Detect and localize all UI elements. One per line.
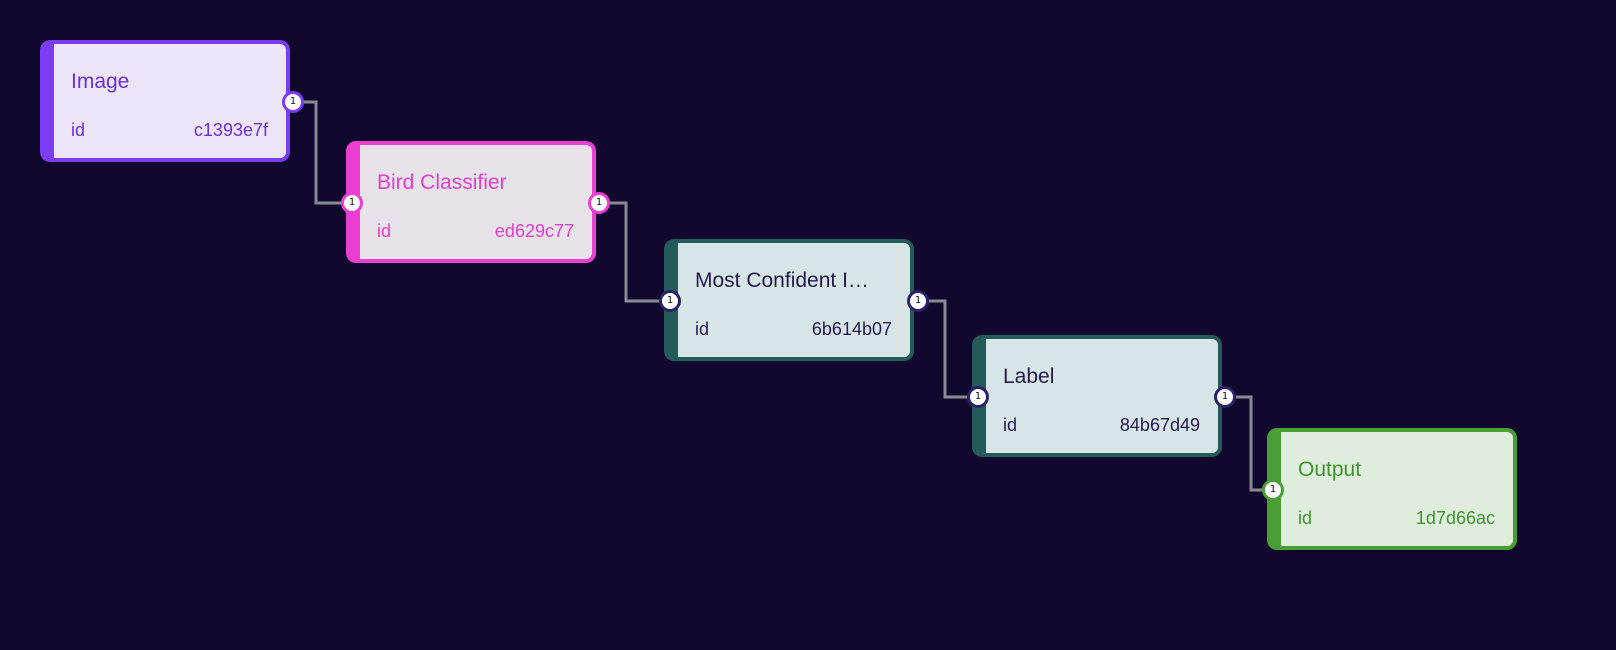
wire-label-to-output bbox=[1236, 395, 1263, 492]
node-id-value: 1d7d66ac bbox=[1415, 508, 1495, 528]
node-most-confident[interactable]: Most Confident I… id 6b614b07 bbox=[664, 239, 914, 361]
output-port[interactable]: 1 bbox=[282, 91, 304, 113]
node-id-value: 84b67d49 bbox=[1119, 415, 1200, 435]
wire-image-to-classifier bbox=[303, 100, 342, 205]
output-port[interactable]: 1 bbox=[907, 290, 929, 312]
node-id-label: id bbox=[1298, 508, 1313, 528]
node-output[interactable]: Output id 1d7d66ac bbox=[1267, 428, 1517, 550]
wire-classifier-to-confident bbox=[610, 201, 660, 303]
node-id-value: ed629c77 bbox=[494, 221, 574, 241]
output-port[interactable]: 1 bbox=[1214, 386, 1236, 408]
node-id-label: id bbox=[71, 120, 86, 140]
node-title: Image bbox=[71, 70, 130, 93]
input-port[interactable]: 1 bbox=[341, 192, 363, 214]
node-id-label: id bbox=[1003, 415, 1018, 435]
node-id-label: id bbox=[377, 221, 392, 241]
node-id-label: id bbox=[695, 319, 710, 339]
node-image[interactable]: Image id c1393e7f bbox=[40, 40, 290, 162]
node-title: Output bbox=[1298, 458, 1362, 481]
node-title: Most Confident I… bbox=[695, 269, 869, 292]
node-id-value: c1393e7f bbox=[193, 120, 268, 140]
input-port[interactable]: 1 bbox=[659, 290, 681, 312]
wire-confident-to-label bbox=[929, 299, 968, 399]
node-title: Bird Classifier bbox=[377, 171, 507, 194]
output-port[interactable]: 1 bbox=[588, 192, 610, 214]
node-id-value: 6b614b07 bbox=[811, 319, 892, 339]
input-port[interactable]: 1 bbox=[1262, 479, 1284, 501]
input-port[interactable]: 1 bbox=[967, 386, 989, 408]
node-label[interactable]: Label id 84b67d49 bbox=[972, 335, 1222, 457]
node-title: Label bbox=[1003, 365, 1055, 388]
node-bird-classifier[interactable]: Bird Classifier id ed629c77 bbox=[346, 141, 596, 263]
